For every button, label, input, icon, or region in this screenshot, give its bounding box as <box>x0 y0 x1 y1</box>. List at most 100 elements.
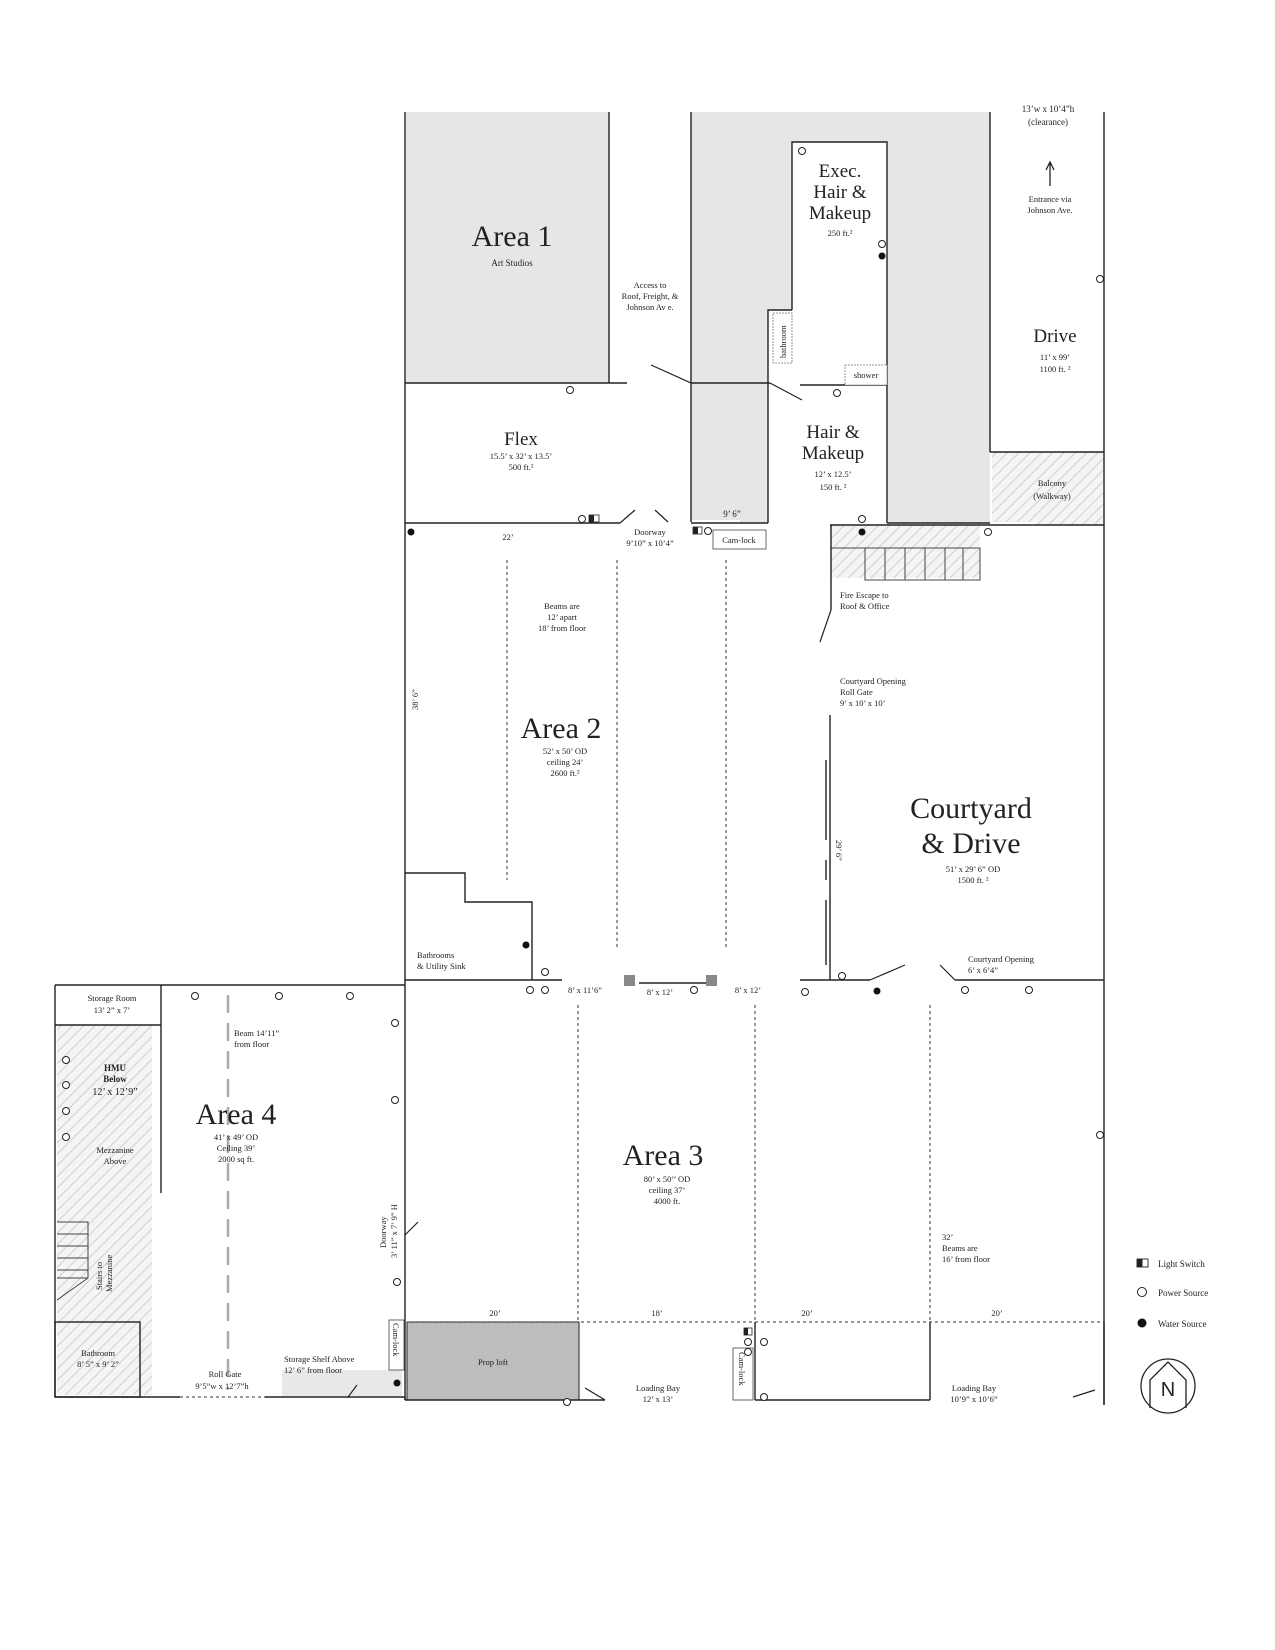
shelf-line1: Storage Shelf Above <box>284 1354 355 1364</box>
access-line1: Access to <box>634 280 667 290</box>
entrance-line1: Entrance via <box>1029 194 1072 204</box>
balcony-walkway-fill <box>831 452 1103 578</box>
shelf-line2: 12’ 6” from floor <box>284 1365 342 1375</box>
access-line3: Johnson Av e. <box>626 302 673 312</box>
entrance-arrow-icon <box>1045 160 1055 186</box>
area-3-label: Area 3 80’ x 50’’ OD ceiling 37’ 4000 ft… <box>623 1139 704 1206</box>
hair-makeup-label: Hair & Makeup 12’ x 12.5’ 150 ft. ² <box>802 422 864 492</box>
courtyard-opening-small-label: Courtyard Opening 6’ x 6’4” <box>968 954 1035 975</box>
drive-size: 1100 ft. ² <box>1040 364 1071 374</box>
storage-shelf-label: Storage Shelf Above 12’ 6” from floor <box>284 1354 355 1375</box>
loading2-line2: 10’9” x 10’6” <box>950 1394 997 1404</box>
cam-lock-box-top <box>712 529 767 550</box>
storage-room-label: Storage Room 13’ 2” x 7’ <box>88 993 137 1015</box>
cyopen-line4: Courtyard Opening <box>968 954 1035 964</box>
clearance-dims: 13’w x 10’4”h <box>1022 104 1075 114</box>
legend-power-source: Power Source <box>1158 1288 1208 1298</box>
span-3: 20’ <box>801 1308 813 1318</box>
stairs-label: Stairs to Mezzanine <box>94 1254 114 1292</box>
legend: Light Switch Power Source Water Source <box>1136 1258 1208 1329</box>
balcony-line2: (Walkway) <box>1033 491 1071 501</box>
cyopen-line5: 6’ x 6’4” <box>968 965 998 975</box>
bathroom-box <box>772 312 793 364</box>
beam4-line1: Beam 14’11” <box>234 1028 279 1038</box>
exec-hair-makeup-fill <box>691 112 990 523</box>
bathroom-area4-label: Bathroom 8’ 5” x 9’ 2” <box>77 1348 119 1369</box>
beam4-line2: from floor <box>234 1039 269 1049</box>
roll-gate-label: Roll Gate 9’5”w x 12’7”h <box>195 1369 249 1391</box>
stairs-line1: Stairs to <box>94 1262 104 1290</box>
courtyard-size: 1500 ft. ² <box>957 875 989 885</box>
hair-dims: 12’ x 12.5’ <box>815 469 852 479</box>
loading-bay-1-label: Loading Bay 12’ x 13’ <box>636 1383 681 1404</box>
loading1-line1: Loading Bay <box>636 1383 681 1393</box>
hmu-line2: Below <box>103 1074 127 1084</box>
cyopen-line1: Courtyard Opening <box>840 676 907 686</box>
courtyard-line2: & Drive <box>921 827 1020 860</box>
clearance-label: 13’w x 10’4”h (clearance) Entrance via J… <box>1022 104 1075 215</box>
access-label: Access to Roof, Freight, & Johnson Av e. <box>622 280 679 312</box>
storage-shelf-fill <box>282 1370 402 1396</box>
power-sources <box>62 147 1104 1406</box>
area1-title: Area 1 <box>472 220 553 253</box>
door-8x12-center-label: 8’ x 12’ <box>647 987 673 997</box>
flex-dims: 15.5’ x 32’ x 13.5’ <box>490 451 553 461</box>
courtyard-dims: 51’ x 29’ 6” OD <box>946 864 1000 874</box>
area4-size: 2000 sq ft. <box>218 1154 254 1164</box>
bath4-line2: 8’ 5” x 9’ 2” <box>77 1359 119 1369</box>
beams-area3-label: 32’ Beams are 16’ from floor <box>942 1232 990 1264</box>
area4-title: Area 4 <box>196 1098 277 1131</box>
entrance-line2: Johnson Ave. <box>1027 205 1072 215</box>
hair-line1: Hair & <box>806 422 860 443</box>
stairs-line2: Mezzanine <box>104 1254 114 1292</box>
mezz-line1: Mezzanine <box>96 1145 134 1155</box>
area-4-label: Area 4 41’ x 49’ OD Ceiling 39’ 2000 sq … <box>196 1098 277 1164</box>
hair-size: 150 ft. ² <box>820 482 847 492</box>
beams3-line2: Beams are <box>942 1243 978 1253</box>
thirty-eight-dimension: 38’ 6” <box>410 689 420 710</box>
area2-size: 2600 ft.² <box>551 768 580 778</box>
beam-lines <box>226 560 1104 1390</box>
cyopen-line3: 9’ x 10’ x 10’ <box>840 698 886 708</box>
doorway4-line2: 3’ 11” x 7’ 9” H <box>389 1204 399 1258</box>
drive-label: Drive 11’ x 99’ 1100 ft. ² <box>1033 326 1076 374</box>
door-8x12-right-label: 8’ x 12’ <box>735 985 761 995</box>
shower-label: shower <box>854 370 879 380</box>
area2-title: Area 2 <box>521 712 602 745</box>
drive-dims: 11’ x 99’ <box>1040 352 1070 362</box>
bathrooms-line2: & Utility Sink <box>417 961 466 971</box>
drive-title: Drive <box>1033 326 1076 347</box>
fire-escape-label: Fire Escape to Roof & Office <box>840 590 890 611</box>
doorway-area4-label: Doorway 3’ 11” x 7’ 9” H <box>378 1204 399 1258</box>
storage-line1: Storage Room <box>88 993 137 1003</box>
access-line2: Roof, Freight, & <box>622 291 679 301</box>
cam-lock-label-left: Cam-lock <box>391 1323 401 1357</box>
prop-loft-fill <box>406 1321 580 1401</box>
cam-lock-label-bottom: Cam-lock <box>737 1352 747 1386</box>
mezzanine-label: Mezzanine Above <box>96 1145 134 1166</box>
courtyard-drive-label: Courtyard & Drive 51’ x 29’ 6” OD 1500 f… <box>910 792 1032 885</box>
loading-bay-2-label: Loading Bay 10’9” x 10’6” <box>950 1383 997 1404</box>
rollgate-line2: 9’5”w x 12’7”h <box>195 1381 249 1391</box>
span-4: 20’ <box>991 1308 1003 1318</box>
clearance-note: (clearance) <box>1028 117 1068 127</box>
beams3-line3: 16’ from floor <box>942 1254 990 1264</box>
mezzanine-hatch <box>57 1025 152 1395</box>
twenty-nine-dimension: 29’ 6” <box>834 840 844 861</box>
nine-six-dimension: 9’ 6” <box>723 509 741 519</box>
beams3-line1: 32’ <box>942 1232 954 1242</box>
area-2-label: Area 2 52’ x 50’ OD ceiling 24’ 2600 ft.… <box>521 712 602 778</box>
balcony-label: Balcony (Walkway) <box>1033 478 1071 501</box>
area4-dims: 41’ x 49’ OD <box>214 1132 258 1142</box>
beams2-line2: 12’ apart <box>547 612 577 622</box>
bathroom-label: bathroom <box>778 325 788 358</box>
courtyard-line1: Courtyard <box>910 792 1032 825</box>
area3-ceiling: ceiling 37’ <box>649 1185 686 1195</box>
legend-light-switch: Light Switch <box>1158 1259 1205 1269</box>
light-switches <box>588 514 753 1336</box>
shower-box <box>844 364 888 386</box>
cyopen-line2: Roll Gate <box>840 687 873 697</box>
balcony-line1: Balcony <box>1038 478 1067 488</box>
twenty-two-dimension: 22’ <box>502 532 514 542</box>
courtyard-opening-label: Courtyard Opening Roll Gate 9’ x 10’ x 1… <box>840 676 907 708</box>
